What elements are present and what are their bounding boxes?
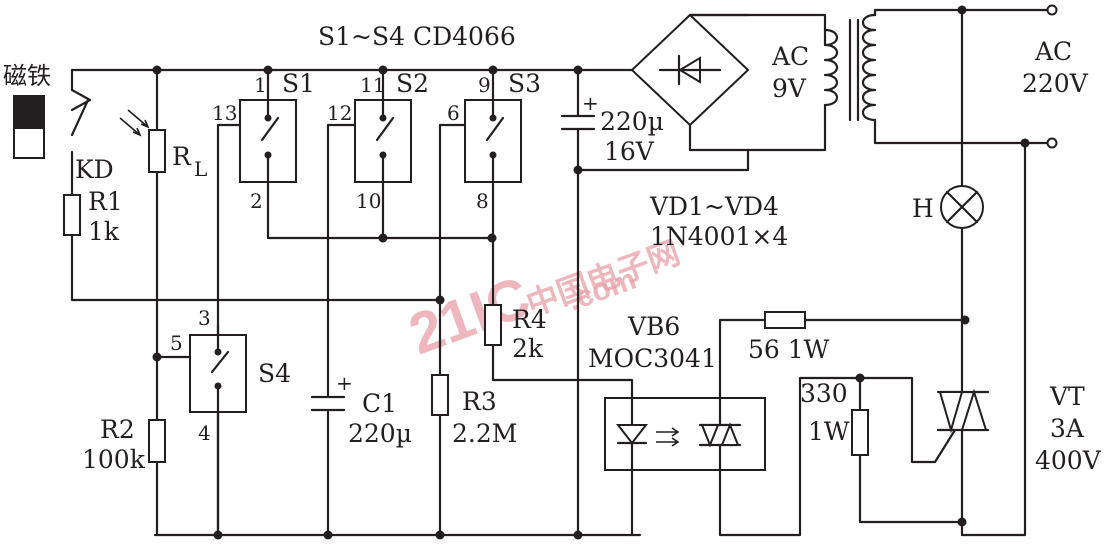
rl-subscript: L bbox=[194, 157, 207, 181]
switch-s4: 3 5 4 S4 bbox=[170, 306, 291, 445]
r3-name: R3 bbox=[462, 387, 497, 416]
s3-label: S3 bbox=[508, 69, 541, 98]
triac-name: VT bbox=[1049, 382, 1085, 411]
ac-220v-terminals bbox=[1046, 4, 1058, 149]
triac-current: 3A bbox=[1050, 414, 1085, 443]
optocoupler-vb6: VB6 MOC3041 bbox=[588, 312, 766, 472]
r1-value: 1k bbox=[88, 217, 120, 246]
diodes-name: VD1~VD4 bbox=[649, 192, 779, 221]
resistor-r4: R4 2k bbox=[484, 304, 547, 363]
transformer: AC 9V AC 220V bbox=[771, 13, 1089, 122]
triac-voltage: 400V bbox=[1035, 446, 1102, 475]
capacitor-filter: + 220µ 16V bbox=[560, 91, 664, 166]
filter-cap-value: 220µ bbox=[600, 107, 664, 136]
s4-label: S4 bbox=[258, 359, 291, 388]
s2-pin-12: 12 bbox=[327, 101, 352, 125]
ac-main-value: 220V bbox=[1022, 69, 1089, 98]
res330-value: 1W bbox=[808, 417, 850, 446]
capacitor-c1: + C1 220µ bbox=[310, 371, 412, 448]
resistor-56: 56 1W bbox=[748, 311, 830, 364]
ac-main-name: AC bbox=[1034, 37, 1072, 66]
diodes-value: 1N4001×4 bbox=[650, 222, 788, 251]
s2-pin-10: 10 bbox=[356, 189, 381, 213]
ac-in-value: 9V bbox=[772, 74, 807, 103]
r2-value: 100k bbox=[82, 445, 146, 474]
junctions bbox=[152, 5, 1030, 540]
s3-pin-8: 8 bbox=[476, 189, 489, 213]
switch-s2: 11 S2 12 10 bbox=[327, 69, 429, 213]
lamp-h: H bbox=[912, 185, 984, 229]
s2-pin-11: 11 bbox=[360, 73, 385, 97]
s4-pin-4: 4 bbox=[198, 421, 211, 445]
s1-label: S1 bbox=[282, 69, 315, 98]
bridge-rectifier: VD1~VD4 1N4001×4 bbox=[630, 13, 788, 251]
s2-label: S2 bbox=[396, 69, 429, 98]
magnet: 磁铁 bbox=[3, 62, 51, 159]
opto-part: MOC3041 bbox=[588, 344, 717, 373]
s4-pin-3: 3 bbox=[198, 306, 211, 330]
r1-name: R1 bbox=[88, 187, 123, 216]
r2-name: R2 bbox=[100, 415, 135, 444]
c1-name: C1 bbox=[362, 389, 397, 418]
s3-pin-9: 9 bbox=[478, 73, 491, 97]
wires bbox=[70, 8, 1052, 537]
resistor-330: 330 1W bbox=[800, 379, 869, 456]
opto-name: VB6 bbox=[627, 312, 680, 341]
switch-s3: 9 S3 6 8 bbox=[447, 69, 541, 213]
lamp-label: H bbox=[912, 194, 934, 223]
c1-plus: + bbox=[336, 371, 353, 395]
res56-label: 56 1W bbox=[748, 335, 830, 364]
photoresistor-rl: R L bbox=[119, 109, 207, 181]
ac-in-name: AC bbox=[771, 42, 809, 71]
s4-pin-5: 5 bbox=[170, 331, 183, 355]
filter-cap-plus: + bbox=[582, 91, 599, 115]
resistor-r3: R3 2.2M bbox=[431, 374, 517, 448]
r4-value: 2k bbox=[512, 334, 544, 363]
s1-pin-2: 2 bbox=[250, 189, 263, 213]
c1-value: 220µ bbox=[348, 419, 412, 448]
r4-name: R4 bbox=[512, 305, 547, 334]
magnet-label: 磁铁 bbox=[3, 62, 51, 90]
s1-pin-1: 1 bbox=[254, 73, 267, 97]
reed-switch-label: KD bbox=[75, 155, 114, 184]
rl-name: R bbox=[172, 142, 192, 171]
s1-pin-13: 13 bbox=[212, 101, 237, 125]
reed-switch-kd: KD bbox=[70, 88, 114, 184]
s3-pin-6: 6 bbox=[447, 101, 460, 125]
triac-vt: VT 3A 400V bbox=[933, 368, 1102, 475]
resistor-r1: R1 1k bbox=[63, 187, 123, 246]
resistor-r2: R2 100k bbox=[82, 415, 166, 474]
filter-cap-voltage: 16V bbox=[604, 137, 655, 166]
res330-name: 330 bbox=[800, 379, 848, 408]
switch-s1: 1 S1 13 2 bbox=[212, 69, 315, 213]
switch-group-label: S1~S4 CD4066 bbox=[318, 22, 516, 51]
r3-value: 2.2M bbox=[452, 419, 517, 448]
